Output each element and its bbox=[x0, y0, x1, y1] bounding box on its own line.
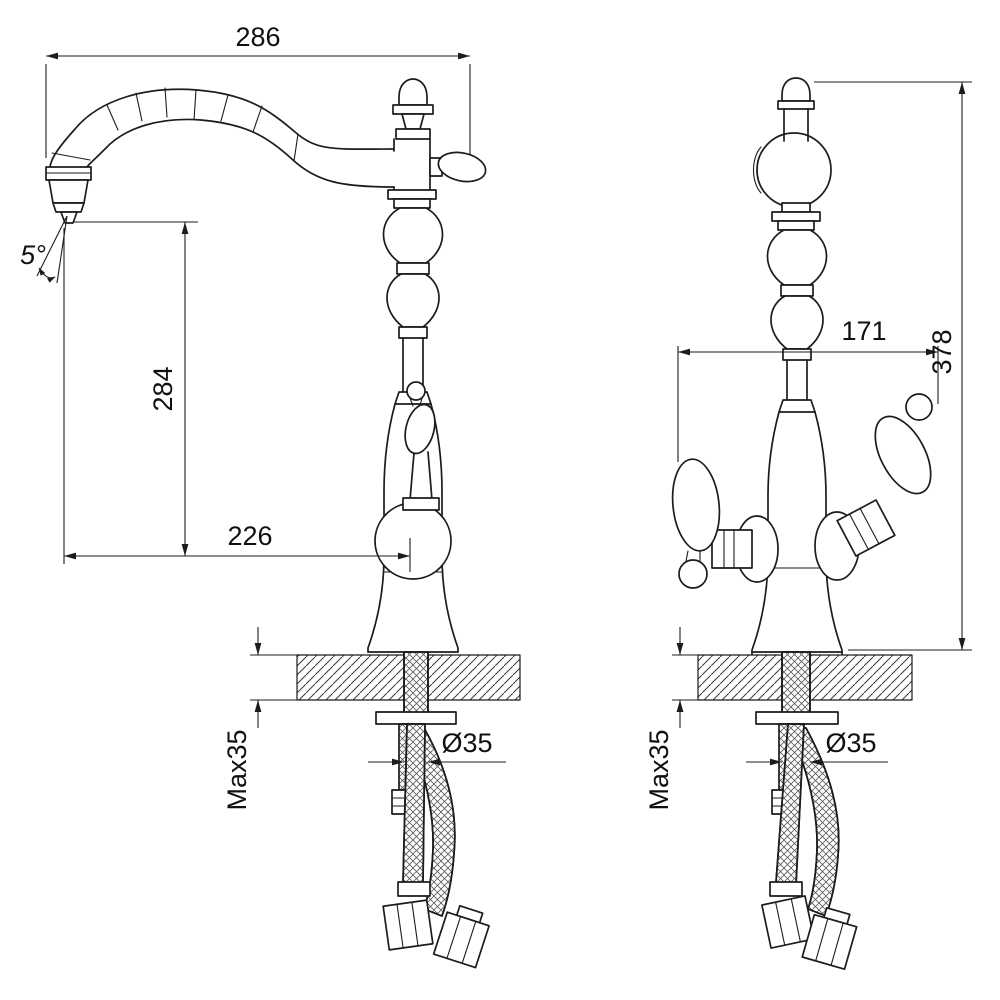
side-column bbox=[382, 189, 444, 405]
front-hose-nut-right bbox=[801, 907, 858, 970]
dim-label-284: 284 bbox=[148, 366, 178, 411]
side-countertop-right bbox=[427, 654, 521, 701]
dim-label-d35-side: Ø35 bbox=[441, 728, 492, 758]
side-countertop-left bbox=[296, 654, 405, 701]
dim-label-378: 378 bbox=[927, 329, 957, 374]
dim-label-max35-front: Max35 bbox=[644, 729, 674, 810]
dim-front-hole-diameter: Ø35 bbox=[746, 728, 888, 766]
dim-label-5deg: 5° bbox=[20, 240, 46, 270]
front-view-faucet bbox=[671, 77, 933, 655]
front-countertop-left bbox=[697, 654, 783, 701]
side-hose-nut-left bbox=[382, 899, 434, 951]
side-lever-handle bbox=[402, 381, 440, 511]
side-shank bbox=[403, 651, 429, 715]
front-view-counter bbox=[697, 651, 913, 970]
dim-side-hole-diameter: Ø35 bbox=[368, 728, 506, 766]
front-left-handle bbox=[671, 458, 753, 589]
dim-label-max35-side: Max35 bbox=[222, 729, 252, 810]
front-hose-nut-left bbox=[761, 895, 815, 949]
dim-front-counter-thickness: Max35 bbox=[644, 627, 698, 811]
side-spout bbox=[49, 87, 395, 188]
dim-label-286: 286 bbox=[235, 22, 280, 52]
side-hose-left bbox=[397, 723, 431, 897]
dim-side-spout-reach: 226 bbox=[63, 228, 411, 572]
dim-side-spout-height: 284 bbox=[74, 221, 198, 556]
side-top-finial bbox=[392, 78, 434, 140]
dim-front-handle-span: 171 bbox=[677, 316, 939, 462]
front-right-handle bbox=[836, 393, 933, 557]
side-cartridge-dome bbox=[374, 502, 452, 580]
front-countertop-right bbox=[809, 654, 913, 701]
front-spout bbox=[752, 77, 832, 213]
side-view-counter bbox=[296, 651, 521, 969]
side-hose-nut-right bbox=[432, 904, 490, 969]
front-shank bbox=[781, 651, 811, 715]
front-column bbox=[766, 211, 828, 413]
front-body bbox=[735, 411, 860, 655]
dim-label-226: 226 bbox=[227, 521, 272, 551]
side-view-faucet bbox=[45, 78, 487, 653]
dim-label-d35-front: Ø35 bbox=[825, 728, 876, 758]
dim-side-counter-thickness: Max35 bbox=[222, 627, 297, 811]
dim-side-spout-angle: 5° bbox=[20, 215, 68, 284]
side-mounting-flange bbox=[375, 711, 457, 725]
dim-side-overall-reach: 286 bbox=[45, 22, 471, 158]
side-top-handle bbox=[429, 151, 487, 183]
front-mounting-flange bbox=[755, 711, 839, 725]
front-hose-left bbox=[769, 723, 805, 897]
dim-front-overall-height: 378 bbox=[814, 81, 972, 651]
dim-label-171: 171 bbox=[841, 316, 886, 346]
side-spout-nozzle bbox=[45, 166, 92, 224]
